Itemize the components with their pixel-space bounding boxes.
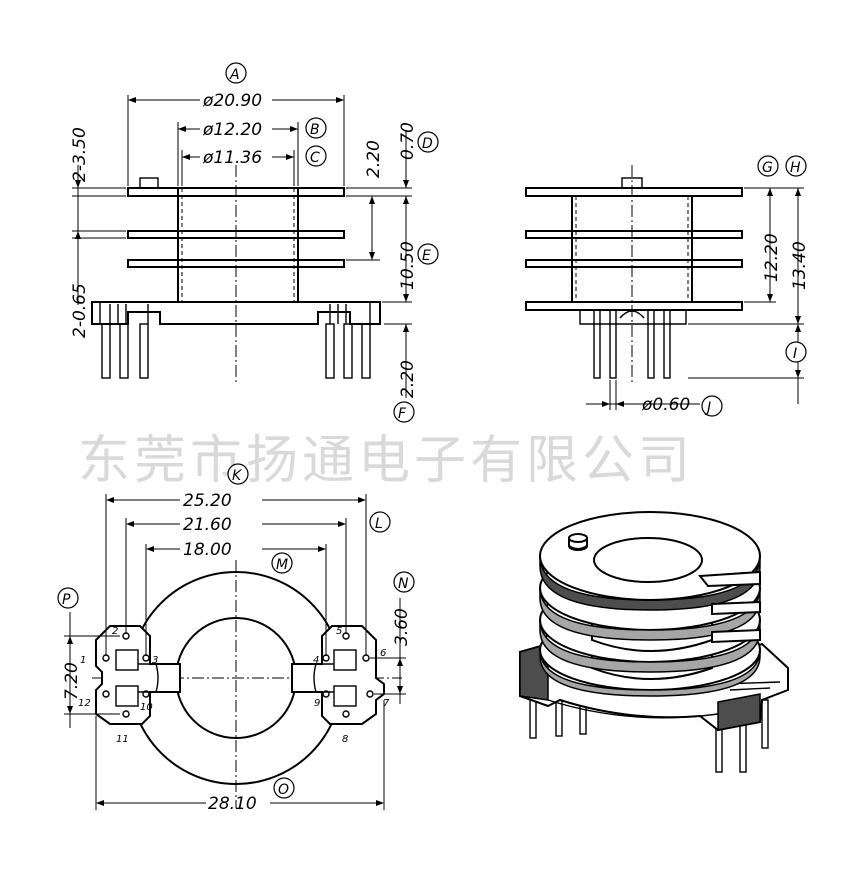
pin-10: 10	[140, 702, 153, 713]
dim-gap-value: 2-0.65	[70, 283, 90, 338]
dim-b-value: ø12.20	[202, 120, 262, 140]
isometric-view	[519, 511, 789, 773]
label-f: F	[398, 406, 407, 422]
pin-4: 4	[313, 655, 319, 666]
label-b: B	[310, 122, 320, 138]
dim-k-value: 25.20	[183, 491, 232, 511]
dim-h-value: 13.40	[790, 241, 810, 290]
dim-a-value: ø20.90	[202, 91, 262, 111]
label-a: A	[229, 67, 240, 83]
side-view: ø20.90 A ø12.20 B ø11.36 C 2-3.50 2-0.65	[70, 62, 439, 423]
label-n: N	[398, 576, 409, 592]
pin-6: 6	[380, 648, 386, 659]
dim-j-value: ø0.60	[641, 395, 690, 415]
pin-1: 1	[80, 655, 86, 666]
right-pin-block	[291, 625, 385, 725]
pin-11: 11	[116, 734, 129, 745]
label-g: G	[762, 160, 773, 176]
pin-2: 2	[112, 626, 118, 637]
pins-left	[101, 323, 149, 379]
front-view: 12.20 13.40 G H I ø0.60 J	[525, 155, 810, 417]
front-top-flange	[525, 187, 743, 197]
pin-7: 7	[383, 698, 390, 709]
dim-c-value: ø11.36	[202, 148, 262, 168]
pin-12: 12	[78, 698, 91, 709]
dim-p-value: 7.20	[62, 662, 82, 700]
iso-bore	[593, 537, 703, 583]
front-pin	[593, 309, 601, 379]
pin-9: 9	[314, 698, 320, 709]
dim-n-value: 3.60	[392, 608, 412, 646]
pin-3: 3	[152, 655, 158, 666]
label-o: O	[278, 782, 289, 798]
dim-g-value: 12.20	[762, 233, 782, 282]
label-p: P	[62, 592, 71, 608]
pin-8: 8	[342, 734, 348, 745]
label-k: K	[232, 468, 243, 484]
dim-step-value: 2.20	[364, 140, 384, 178]
label-l: L	[375, 516, 383, 532]
label-m: M	[276, 557, 288, 573]
label-e: E	[422, 248, 431, 264]
dim-m-value: 18.00	[183, 540, 232, 560]
pin-5: 5	[336, 626, 342, 637]
label-i: I	[793, 346, 797, 362]
top-boss	[139, 177, 159, 189]
dim-flange-value: 2-3.50	[70, 127, 90, 182]
dim-l-value: 21.60	[183, 515, 232, 535]
dim-top-value: 0.70	[398, 122, 418, 160]
label-j: J	[704, 400, 711, 416]
label-d: D	[422, 136, 433, 152]
dim-pin-value: 2.20	[398, 360, 418, 398]
bottom-view: 1 2 3 4 5 6 7 8 9 10 11 12 25.20 K 21.60…	[57, 463, 415, 814]
pins-right	[325, 323, 371, 379]
label-c: C	[310, 150, 320, 166]
label-h: H	[790, 160, 801, 176]
dim-o-value: 28.10	[208, 794, 257, 814]
watermark: 东莞市扬通电子有限公司	[78, 431, 694, 491]
left-pin-block	[95, 625, 181, 725]
dim-body-value: 10.50	[398, 241, 418, 290]
